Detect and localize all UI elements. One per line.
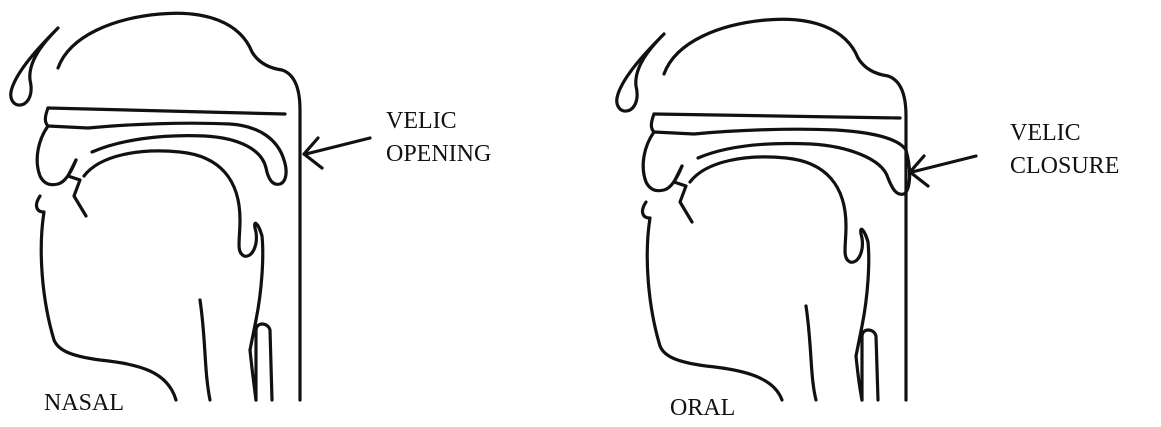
nasal-hard-palate: [48, 108, 285, 114]
oral-panel-label: ORAL: [670, 395, 735, 421]
nasal-esophagus: [256, 324, 272, 400]
oral-panel: VELIC CLOSURE ORAL: [617, 19, 1120, 421]
oral-annotation-line1: VELIC: [1010, 120, 1081, 146]
oral-teeth: [674, 166, 692, 222]
oral-lower-jaw: [643, 202, 782, 400]
nasal-teeth: [68, 160, 86, 216]
oral-nose-outline: [617, 34, 664, 111]
nasal-velum: [45, 108, 286, 184]
nasal-pharynx-left: [200, 300, 210, 400]
nasal-skull-outline: [58, 13, 300, 400]
oral-tongue: [690, 157, 869, 356]
nasal-annotation-line2: OPENING: [386, 141, 491, 167]
oral-hard-palate: [654, 114, 900, 118]
nasal-panel-label: NASAL: [44, 390, 124, 416]
nasal-panel: VELIC OPENING NASAL: [11, 13, 491, 416]
nasal-annotation-line1: VELIC: [386, 108, 457, 134]
oral-annotation-line2: CLOSURE: [1010, 153, 1119, 179]
nasal-lower-jaw: [37, 196, 176, 400]
nasal-nose-outline: [11, 28, 58, 105]
oral-skull-outline: [664, 19, 906, 400]
oral-pharynx-left: [806, 306, 816, 400]
oral-esophagus: [862, 330, 878, 400]
nasal-tongue: [84, 151, 263, 350]
